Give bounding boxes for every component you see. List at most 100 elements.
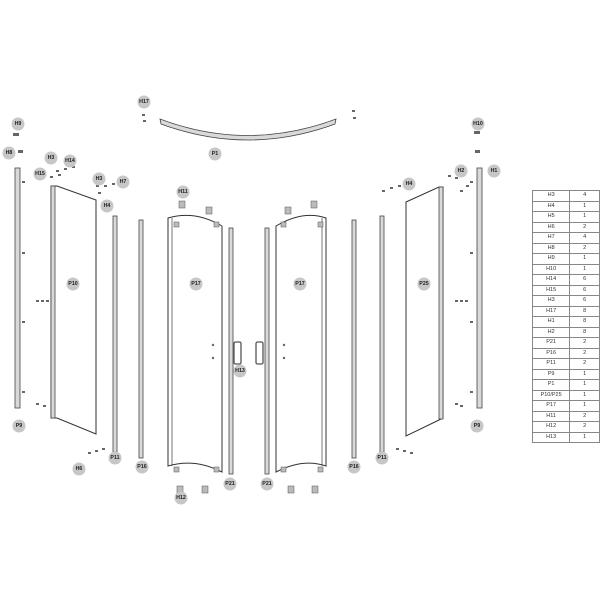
roller-cap <box>311 485 319 494</box>
door-hinge <box>280 221 287 228</box>
right-fixed-panel <box>405 186 444 437</box>
part-quantity-cell: 2 <box>569 347 600 359</box>
callout-h10: H10 <box>471 117 485 131</box>
part-quantity-cell: 6 <box>569 284 600 296</box>
part-code-cell: P9 <box>531 368 571 380</box>
part-code-cell: H13 <box>531 431 571 443</box>
part-code-cell: H3 <box>531 190 571 202</box>
svg-text:P9: P9 <box>16 423 23 429</box>
part-quantity-cell: 2 <box>569 242 600 254</box>
svg-text:H6: H6 <box>76 466 83 472</box>
callout-p21-right: P21 <box>260 477 274 491</box>
part-quantity-cell: 4 <box>569 232 600 244</box>
svg-text:P25: P25 <box>419 281 428 287</box>
svg-text:H4: H4 <box>406 181 413 187</box>
callout-h13: H13 <box>233 364 247 378</box>
svg-text:P16: P16 <box>349 464 358 470</box>
callout-p11-right: P11 <box>375 451 389 465</box>
part-code-cell: H12 <box>531 421 571 433</box>
callout-h7: H7 <box>116 175 130 189</box>
callout-p16-right: P16 <box>347 460 361 474</box>
part-code-cell: H5 <box>531 211 571 223</box>
callout-p17-right: P17 <box>293 277 307 291</box>
svg-text:H9: H9 <box>15 121 22 127</box>
roller-cap <box>201 485 209 494</box>
right-curved-door <box>275 214 327 473</box>
part-quantity-cell: 1 <box>569 263 600 275</box>
part-code-cell: H10 <box>531 263 571 275</box>
svg-text:H15: H15 <box>35 171 45 177</box>
svg-text:P11: P11 <box>377 455 386 461</box>
right-seal-p21 <box>264 227 270 475</box>
svg-text:H13: H13 <box>235 368 245 374</box>
callout-h3: H3 <box>44 151 58 165</box>
callout-p9-right: P9 <box>470 419 484 433</box>
part-code-cell: H17 <box>531 305 571 317</box>
part-code-cell: H11 <box>531 410 571 422</box>
part-code-cell: P16 <box>531 347 571 359</box>
svg-text:H3: H3 <box>96 176 103 182</box>
callout-p16-left: P16 <box>135 460 149 474</box>
left-handle <box>233 341 242 365</box>
part-quantity-cell: 8 <box>569 305 600 317</box>
svg-text:P21: P21 <box>262 481 271 487</box>
left-bar-p11 <box>112 215 118 453</box>
svg-text:H7: H7 <box>120 179 127 185</box>
part-code-cell: H8 <box>531 242 571 254</box>
right-panel-edge <box>438 186 444 420</box>
part-code-cell: P11 <box>531 358 571 370</box>
callout-h12: H12 <box>174 491 188 505</box>
roller-cap <box>205 206 213 215</box>
callout-p1: P1 <box>208 147 222 161</box>
part-code-cell: H15 <box>531 284 571 296</box>
roller-cap <box>178 200 186 209</box>
door-hinge <box>213 466 220 473</box>
door-hinge <box>173 466 180 473</box>
part-quantity-cell: 1 <box>569 431 600 443</box>
part-quantity-cell: 1 <box>569 368 600 380</box>
svg-text:H17: H17 <box>139 99 149 105</box>
svg-text:P17: P17 <box>295 281 304 287</box>
svg-text:P11: P11 <box>110 455 119 461</box>
svg-text:P10: P10 <box>68 281 77 287</box>
part-quantity-cell: 2 <box>569 410 600 422</box>
part-quantity-cell: 6 <box>569 274 600 286</box>
callout-p17-left: P17 <box>189 277 203 291</box>
svg-text:P9: P9 <box>474 423 481 429</box>
part-code-cell: H9 <box>531 253 571 265</box>
part-quantity-cell: 1 <box>569 389 600 401</box>
part-code-cell: H14 <box>531 274 571 286</box>
left-fixed-panel <box>50 185 97 435</box>
part-quantity-cell: 1 <box>569 253 600 265</box>
svg-text:H12: H12 <box>176 495 186 501</box>
callout-h2: H2 <box>454 164 468 178</box>
svg-text:H8: H8 <box>6 150 13 156</box>
screw-set <box>13 110 480 454</box>
part-quantity-cell: 2 <box>569 421 600 433</box>
callout-p10: P10 <box>66 277 80 291</box>
left-curved-door <box>167 214 223 473</box>
